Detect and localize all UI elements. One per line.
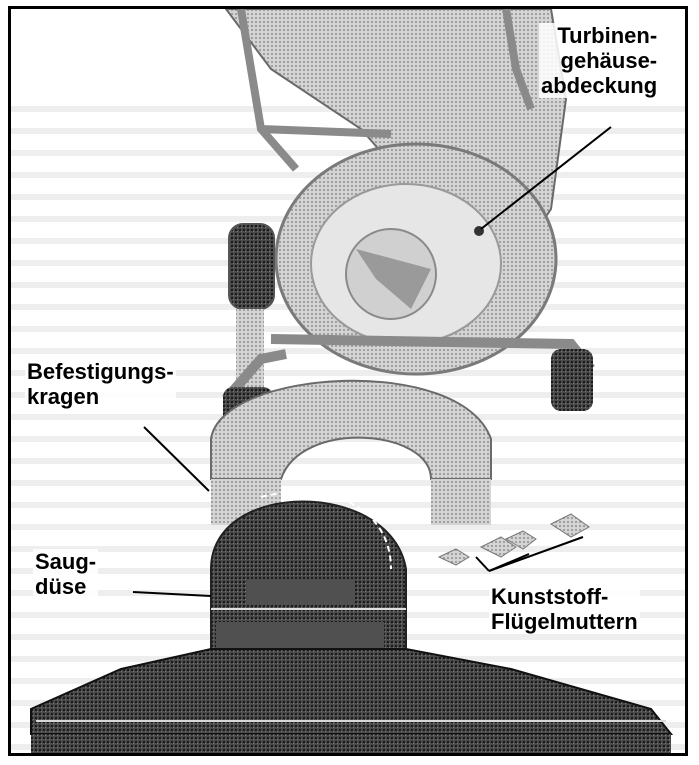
label-suction-nozzle: Saug- düse — [33, 549, 98, 599]
side-grip — [229, 224, 274, 309]
label-turbine-cover: Turbinen- gehäuse- abdeckung — [539, 23, 659, 98]
label-wingnuts-line-2: Flügelmuttern — [491, 609, 638, 634]
label-collar-line-1: Befestigungs- — [27, 359, 174, 384]
label-nozzle-line-1: Saug- — [35, 549, 96, 574]
label-turbine-line-3: abdeckung — [541, 73, 657, 98]
label-nozzle-line-2: düse — [35, 574, 96, 599]
label-turbine-line-1: Turbinen- — [541, 23, 657, 48]
label-wingnuts-line-1: Kunststoff- — [491, 584, 638, 609]
base-bottom — [31, 734, 671, 756]
label-turbine-line-2: gehäuse- — [541, 48, 657, 73]
label-wing-nuts: Kunststoff- Flügelmuttern — [489, 584, 640, 634]
label-mounting-collar: Befestigungs- kragen — [25, 359, 176, 409]
label-collar-line-2: kragen — [27, 384, 174, 409]
right-wheel — [551, 349, 593, 411]
diagram-frame: Turbinen- gehäuse- abdeckung Befestigung… — [8, 6, 688, 756]
